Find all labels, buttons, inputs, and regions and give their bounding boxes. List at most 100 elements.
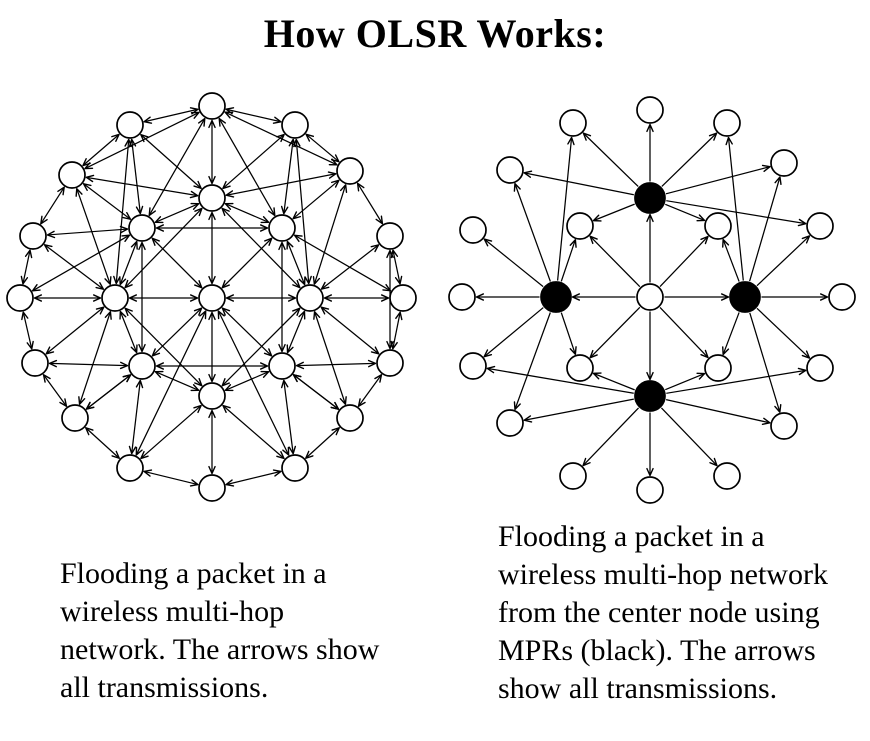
arrow-head-reverse — [85, 401, 95, 410]
edge-line — [560, 312, 576, 355]
arrow-head — [128, 445, 137, 455]
network-node — [828, 283, 856, 311]
arrow-head-reverse — [95, 306, 105, 315]
network-node — [713, 462, 741, 490]
arrow-head — [135, 205, 144, 215]
arrow-head — [567, 136, 575, 146]
arrow-head — [221, 280, 230, 289]
edge-line — [661, 132, 718, 187]
arrow-head — [582, 457, 591, 467]
arrow-head-reverse — [111, 133, 120, 142]
edge-line — [143, 108, 199, 123]
edge-line — [84, 111, 200, 170]
arrow-head-reverse — [190, 202, 200, 210]
edge-line — [665, 372, 705, 391]
arrow-head — [143, 116, 153, 124]
edge-line — [221, 237, 273, 289]
arrow-head — [357, 398, 366, 407]
arrow-head — [394, 275, 403, 285]
arrow-head — [569, 346, 577, 355]
edge-line — [225, 470, 282, 486]
arrow-head-reverse — [124, 138, 132, 148]
edge-line — [115, 139, 130, 284]
arrow-head-reverse — [330, 179, 340, 188]
arrow-head — [367, 359, 377, 368]
edge-line — [155, 371, 199, 391]
arrow-head-reverse — [331, 427, 340, 436]
network-node — [198, 184, 226, 212]
arrow-head — [20, 275, 29, 285]
edge-line — [392, 250, 401, 284]
arrow-head-reverse — [135, 379, 144, 389]
network-node — [336, 404, 364, 432]
edge-line — [357, 183, 383, 224]
network-node — [806, 212, 834, 240]
arrow-head — [45, 346, 55, 355]
arrow-head — [104, 276, 112, 286]
arrow-head — [696, 372, 706, 380]
arrow-head-reverse — [298, 310, 306, 320]
arrow-head-reverse — [198, 117, 206, 127]
edge-line — [514, 183, 551, 282]
arrow-head — [380, 294, 390, 302]
arrow-head-reverse — [292, 307, 301, 316]
arrow-head — [328, 158, 338, 166]
network-node — [806, 354, 834, 382]
arrow-head — [569, 239, 577, 248]
arrow-head-reverse — [286, 240, 294, 250]
arrow-head — [722, 238, 730, 248]
arrow-head-reverse — [46, 230, 56, 239]
arrow-head-reverse — [138, 241, 146, 251]
arrow-head — [774, 403, 782, 413]
arrow-head — [259, 362, 269, 370]
arrow-head — [320, 281, 330, 290]
arrow-head-reverse — [208, 119, 216, 129]
arrow-head — [709, 457, 718, 467]
edge-line — [225, 371, 269, 391]
arrow-head-reverse — [330, 401, 340, 410]
arrow-head-reverse — [386, 249, 394, 259]
arrow-head-reverse — [264, 237, 273, 246]
edge-line — [483, 307, 544, 358]
arrow-head — [725, 136, 733, 146]
arrow-head — [589, 349, 598, 359]
arrow-head — [339, 396, 347, 405]
arrow-head — [286, 344, 294, 354]
edge-line — [151, 307, 203, 357]
arrow-head-reverse — [339, 184, 348, 193]
edge-line — [321, 244, 379, 290]
edge-line — [119, 311, 138, 353]
arrow-head-reverse — [293, 138, 301, 148]
arrow-head-reverse — [208, 211, 216, 221]
network-node — [128, 352, 156, 380]
arrow-head — [278, 343, 286, 353]
edge-line — [320, 306, 380, 355]
edge-line — [221, 307, 301, 387]
edge-line — [582, 407, 640, 466]
edge-line — [589, 306, 641, 359]
edge-line — [313, 311, 347, 405]
network-node — [770, 149, 798, 177]
edge-line — [483, 238, 544, 288]
network-node — [376, 349, 404, 377]
edge-line — [155, 203, 199, 223]
network-node — [21, 349, 49, 377]
edge-line — [86, 176, 198, 197]
edge-line — [124, 307, 203, 387]
arrow-head — [140, 450, 149, 460]
network-node — [389, 284, 417, 312]
arrow-head — [513, 401, 521, 411]
arrow-head — [646, 213, 654, 223]
edge-line — [43, 374, 67, 407]
mpr-node — [540, 281, 572, 313]
arrow-head-reverse — [33, 294, 43, 302]
edge-line — [582, 132, 639, 187]
arrow-head — [819, 293, 829, 301]
arrow-head-reverse — [395, 311, 403, 321]
arrow-head — [774, 176, 782, 186]
mpr-node — [634, 380, 666, 412]
arrow-head — [761, 417, 771, 426]
arrow-head — [646, 123, 654, 133]
edge-line — [49, 362, 128, 367]
arrow-head-reverse — [42, 374, 51, 383]
